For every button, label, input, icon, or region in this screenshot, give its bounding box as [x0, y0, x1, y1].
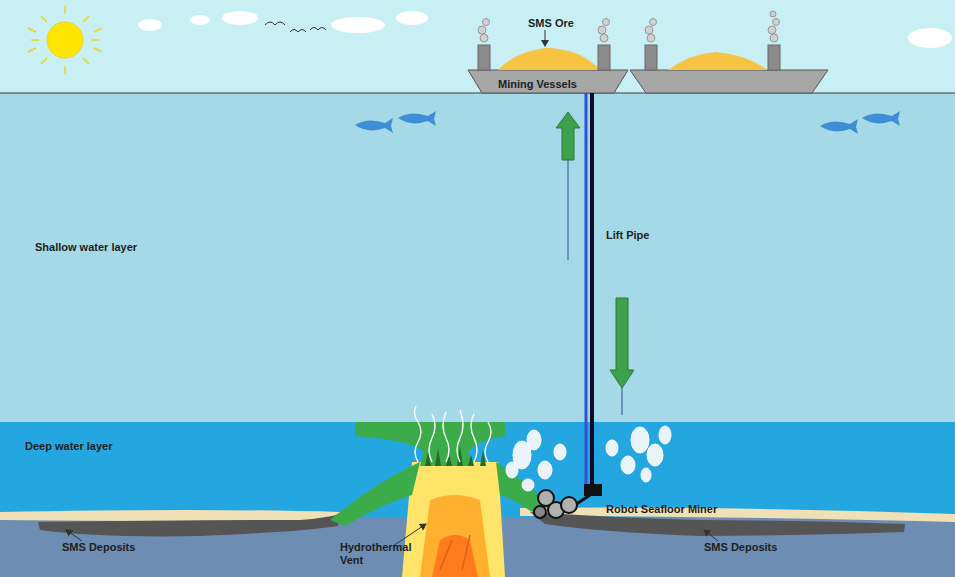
layer-label: Deep water layer — [25, 440, 112, 453]
vessel-label: Mining Vessels — [498, 78, 577, 91]
pipe-label: Lift Pipe — [606, 229, 649, 242]
deposit-label: SMS Deposits — [704, 541, 777, 554]
deposit-label: SMS Deposits — [62, 541, 135, 554]
ore-label: SMS Ore — [528, 17, 574, 30]
vent-label: Hydrothermal Vent — [340, 541, 402, 567]
miner-label: Robot Seafloor Miner — [606, 503, 717, 516]
layer-label: Shallow water layer — [35, 241, 137, 254]
